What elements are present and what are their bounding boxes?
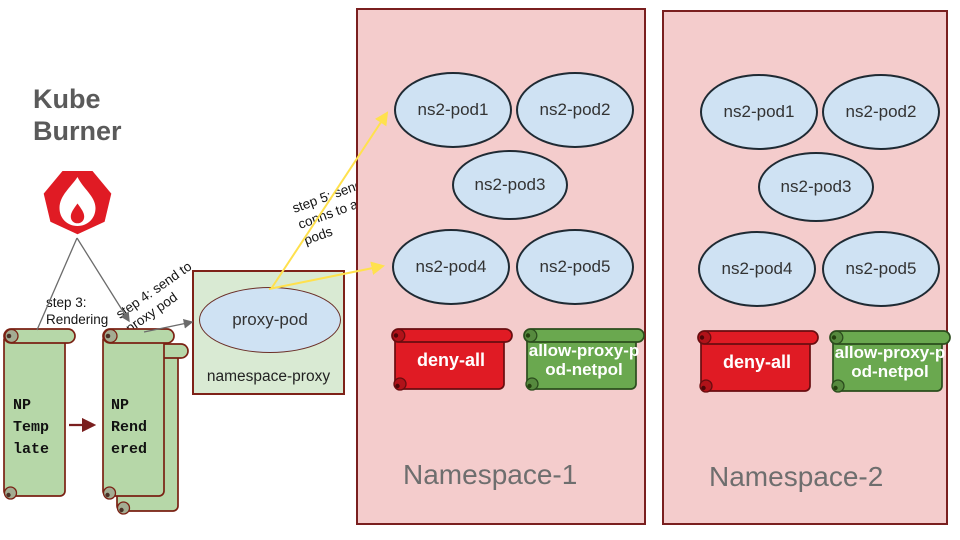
- np-rendered-label: NP Rend ered: [111, 397, 148, 458]
- namespace-1-title: Namespace-1: [403, 459, 578, 490]
- pod-label: ns2-pod5: [539, 257, 611, 276]
- deny-all-scroll: [697, 330, 819, 393]
- pod-label: ns2-pod5: [845, 259, 917, 278]
- ns2-pod4: ns2-pod4: [698, 231, 816, 307]
- ns1-pod1: ns2-pod1: [394, 72, 512, 148]
- ns2-pod5: ns2-pod5: [822, 231, 940, 307]
- allow-netpol-label: allow-proxy-p od-netpol: [834, 342, 946, 381]
- ns2-pod2: ns2-pod2: [822, 74, 940, 150]
- proxy-pod-label: proxy-pod: [232, 310, 308, 329]
- pod-label: ns2-pod1: [723, 102, 795, 121]
- ns2-pod3: ns2-pod3: [758, 152, 874, 222]
- flame-icon: [43, 171, 112, 235]
- pod-label: ns2-pod4: [721, 259, 793, 278]
- namespace-proxy-label: namespace-proxy: [206, 368, 331, 385]
- ns1-pod3: ns2-pod3: [452, 150, 568, 220]
- pod-label: ns2-pod4: [415, 257, 487, 276]
- pod-label: ns2-pod2: [845, 102, 917, 121]
- namespace-2-box: ns2-pod1 ns2-pod2 ns2-pod3 ns2-pod4 ns2-…: [662, 10, 951, 525]
- step3-label: step 3: Rendering: [46, 295, 109, 327]
- pod-label: ns2-pod2: [539, 100, 611, 119]
- kube-burner-title: Kube Burner: [33, 84, 122, 146]
- pod-label: ns2-pod3: [474, 175, 546, 194]
- ns2-pod1: ns2-pod1: [700, 74, 818, 150]
- namespace-2-title: Namespace-2: [709, 461, 884, 492]
- allow-netpol-scroll: [829, 330, 951, 393]
- deny-all-label: deny-all: [722, 351, 792, 372]
- pod-label: ns2-pod3: [780, 177, 852, 196]
- proxy-pod: proxy-pod: [199, 287, 341, 353]
- namespace-1-box: ns2-pod1 ns2-pod2 ns2-pod3 ns2-pod4 ns2-…: [356, 8, 646, 525]
- np-rendered-scroll: [102, 328, 175, 500]
- deny-all-scroll: [391, 328, 513, 391]
- deny-all-label: deny-all: [416, 349, 486, 370]
- ns1-pod5: ns2-pod5: [516, 229, 634, 305]
- allow-netpol-label: allow-proxy-p od-netpol: [528, 340, 640, 379]
- np-template-label: NP Temp late: [13, 397, 50, 458]
- np-template-scroll: [3, 328, 76, 500]
- ns1-pod4: ns2-pod4: [392, 229, 510, 305]
- pod-label: ns2-pod1: [417, 100, 489, 119]
- allow-netpol-scroll: [523, 328, 645, 391]
- ns1-pod2: ns2-pod2: [516, 72, 634, 148]
